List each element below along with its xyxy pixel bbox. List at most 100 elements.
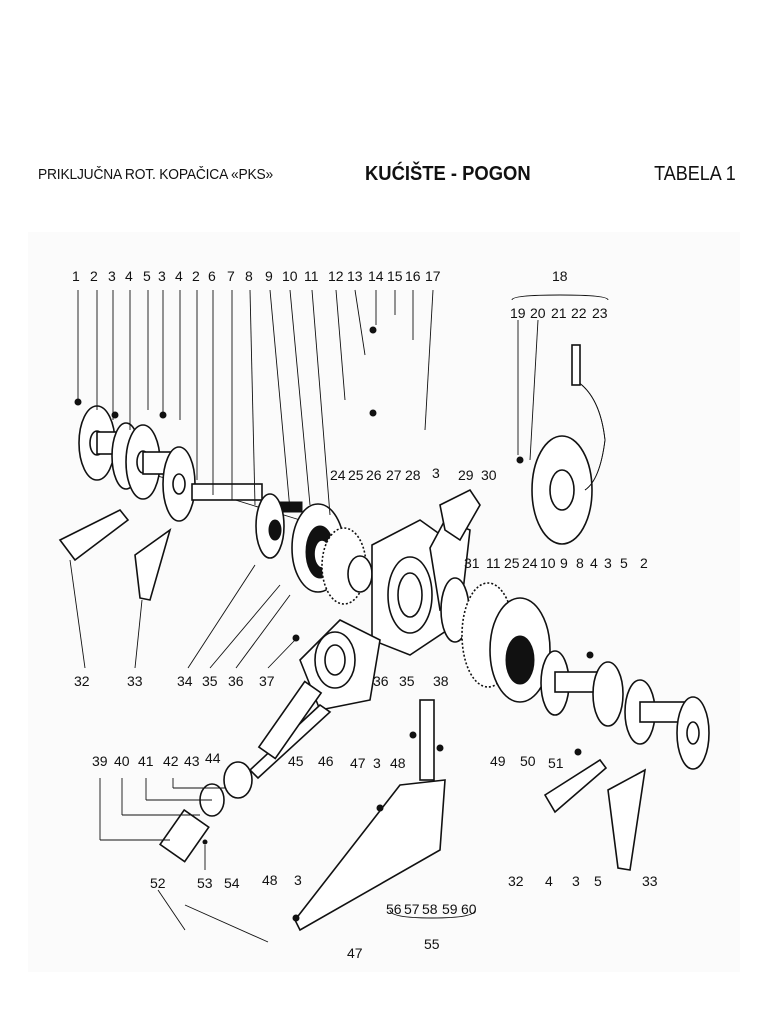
label-4b: 4 [175,268,183,284]
label-48: 48 [390,755,406,771]
label-57: 57 [404,901,420,917]
label-2: 2 [90,268,98,284]
page-title: KUĆIŠTE - POGON [365,163,531,185]
part-numbers-bottom-left: 52 53 54 [150,875,240,891]
label-4c: 4 [590,555,598,571]
label-16: 16 [405,268,421,284]
label-11b: 11 [486,555,501,571]
bearing-housing-left [291,503,373,605]
label-3c: 3 [432,465,440,481]
label-36: 36 [228,673,244,689]
label-18: 18 [552,268,568,284]
label-32b: 32 [508,873,524,889]
label-47b: 47 [347,945,363,961]
header-subtitle: PRIKLJUČNA ROT. KOPAČICA «PKS» [38,166,274,183]
label-44: 44 [205,750,221,766]
label-25: 25 [348,467,364,483]
label-15: 15 [387,268,403,284]
label-3b: 3 [158,268,166,284]
label-49: 49 [490,753,506,769]
label-3: 3 [108,268,116,284]
label-3g: 3 [572,873,580,889]
label-31: 31 [464,555,480,571]
part-numbers-lower-left: 39 40 41 42 43 44 [92,750,221,769]
label-5b: 5 [620,555,628,571]
tine-blades [58,508,647,871]
label-3e: 3 [373,755,381,771]
label-51: 51 [548,755,564,771]
label-22: 22 [571,305,587,321]
label-48b: 48 [262,872,278,888]
part-numbers-group-18: 18 19 20 21 22 23 [510,268,608,321]
label-40: 40 [114,753,130,769]
label-1: 1 [72,268,80,284]
label-23: 23 [592,305,608,321]
part-numbers-bottom-right: 32 4 3 5 33 [508,873,658,889]
label-36b: 36 [373,673,389,689]
label-19: 19 [510,305,526,321]
label-9: 9 [265,268,273,284]
label-28: 28 [405,467,421,483]
label-33: 33 [127,673,143,689]
part-numbers-middle: 24 25 26 27 28 3 29 30 [330,465,497,483]
label-56: 56 [386,901,402,917]
support-leg [184,699,446,943]
label-29: 29 [458,467,474,483]
label-42: 42 [163,753,179,769]
part-numbers-top: 1 2 3 4 5 3 4 2 6 7 8 9 10 11 12 13 14 1… [72,268,441,284]
label-2b: 2 [192,268,200,284]
fasteners [74,326,594,922]
part-numbers-left-bottom: 32 33 34 35 36 37 [74,673,275,689]
label-17: 17 [425,268,441,284]
belt-pulley [531,344,606,545]
label-5: 5 [143,268,151,284]
label-47: 47 [350,755,366,771]
label-26: 26 [366,467,382,483]
label-46: 46 [318,753,334,769]
gearbox-housing [371,488,481,656]
label-60: 60 [461,901,477,917]
label-35b: 35 [399,673,415,689]
label-4d: 4 [545,873,553,889]
right-flange-assembly [440,577,710,770]
label-41: 41 [138,753,154,769]
drive-coupling [158,680,323,863]
label-59: 59 [442,901,458,917]
label-10: 10 [282,268,298,284]
table-number: TABELA 1 [654,163,736,185]
label-21: 21 [551,305,567,321]
label-11: 11 [304,268,319,284]
part-numbers-center: 36 35 38 [373,673,449,689]
part-numbers-right: 31 11 25 24 10 9 8 4 3 5 2 [464,555,648,571]
label-43: 43 [184,753,200,769]
label-34: 34 [177,673,193,689]
part-numbers-bottom-mid: 48 3 47 [262,872,363,961]
label-24: 24 [330,467,346,483]
label-2c: 2 [640,555,648,571]
label-14: 14 [368,268,384,284]
label-33b: 33 [642,873,658,889]
label-58: 58 [422,901,438,917]
part-numbers-bottom-group: 56 57 58 59 60 55 [386,901,477,952]
label-7: 7 [227,268,235,284]
label-25b: 25 [504,555,520,571]
part-numbers-shaft: 45 46 49 50 51 [288,753,564,771]
label-6: 6 [208,268,216,284]
label-53: 53 [197,875,213,891]
label-54: 54 [224,875,240,891]
label-50: 50 [520,753,536,769]
left-flange-assembly [78,405,303,559]
label-9b: 9 [560,555,568,571]
label-13: 13 [347,268,363,284]
label-20: 20 [530,305,546,321]
label-3d: 3 [604,555,612,571]
label-37: 37 [259,673,275,689]
label-27: 27 [386,467,402,483]
label-5c: 5 [594,873,602,889]
label-38: 38 [433,673,449,689]
label-30: 30 [481,467,497,483]
leader-lines [69,289,609,931]
label-24b: 24 [522,555,538,571]
label-55: 55 [424,936,440,952]
